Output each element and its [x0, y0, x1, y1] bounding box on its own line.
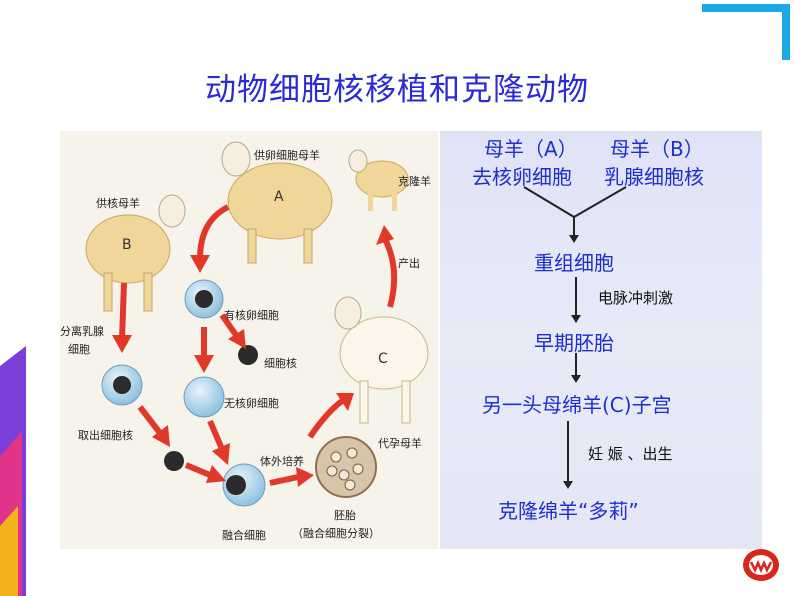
label-donor-egg-ewe: 供卵细胞母羊	[254, 149, 320, 162]
cloning-flowchart: 母羊（A） 母羊（B） 去核卵细胞 乳腺细胞核 重组细胞 电脉冲刺激 早期胚胎 …	[440, 131, 762, 549]
flow-mammary-nucleus: 乳腺细胞核	[604, 165, 704, 189]
sheep-a-icon	[221, 141, 333, 264]
cloning-illustration: A B C 供卵细胞母羊 克隆羊 供核母羊 分离乳腺 细胞 有核卵细胞 细胞核 …	[60, 131, 438, 549]
flow-electric: 电脉冲刺激	[598, 289, 674, 307]
label-nucleus: 细胞核	[264, 357, 297, 370]
label-embryo-note: （融合细胞分裂）	[292, 527, 380, 540]
flow-arrows	[523, 186, 627, 489]
label-isolate-mammary: 分离乳腺	[60, 325, 104, 338]
sheep-b-icon	[85, 194, 186, 312]
label-cell: 细胞	[68, 343, 90, 356]
corner-decoration-left	[0, 346, 26, 596]
sheep-letter-a: A	[274, 189, 284, 205]
flow-enucleated-egg: 去核卵细胞	[472, 165, 572, 189]
flow-dolly: 克隆绵羊“多莉”	[498, 499, 639, 523]
nucleated-egg-icon	[184, 279, 224, 319]
sheep-letter-c: C	[378, 351, 388, 367]
flow-early-embryo: 早期胚胎	[534, 331, 614, 355]
label-birth: 产出	[398, 257, 420, 270]
corner-decoration	[702, 4, 790, 60]
flow-uterus: 另一头母绵羊(C)子宫	[482, 393, 672, 417]
label-donor-nucleus-ewe: 供核母羊	[96, 197, 140, 210]
label-enucleated-egg: 无核卵细胞	[224, 397, 279, 410]
logo-icon	[743, 549, 779, 581]
label-embryo: 胚胎	[334, 509, 356, 522]
extracted-nucleus-icon	[164, 451, 184, 471]
flow-pregnancy: 妊 娠 、出生	[588, 445, 673, 463]
label-extract-nucleus: 取出细胞核	[78, 429, 133, 442]
label-clone-sheep: 克隆羊	[398, 175, 431, 188]
fused-cell-icon	[222, 463, 266, 507]
flow-ewe-a: 母羊（A）	[484, 137, 578, 161]
flow-reconstructed: 重组细胞	[534, 251, 614, 275]
cloning-diagram: A B C	[85, 141, 429, 507]
embryo-icon	[315, 436, 377, 498]
flow-ewe-b: 母羊（B）	[610, 137, 704, 161]
label-fused-cell: 融合细胞	[222, 529, 266, 542]
process-arrows	[112, 204, 398, 487]
clone-sheep-icon	[348, 149, 409, 211]
page-title: 动物细胞核移植和克隆动物	[205, 72, 589, 108]
nucleus-icon	[238, 345, 258, 365]
label-nucleated-egg: 有核卵细胞	[224, 309, 279, 322]
label-surrogate: 代孕母羊	[378, 437, 422, 450]
mammary-cell-icon	[101, 364, 143, 406]
label-in-vitro: 体外培养	[260, 455, 304, 468]
sheep-c-icon	[334, 296, 429, 424]
sheep-letter-b: B	[122, 237, 132, 253]
enucleated-egg-icon	[183, 376, 225, 418]
